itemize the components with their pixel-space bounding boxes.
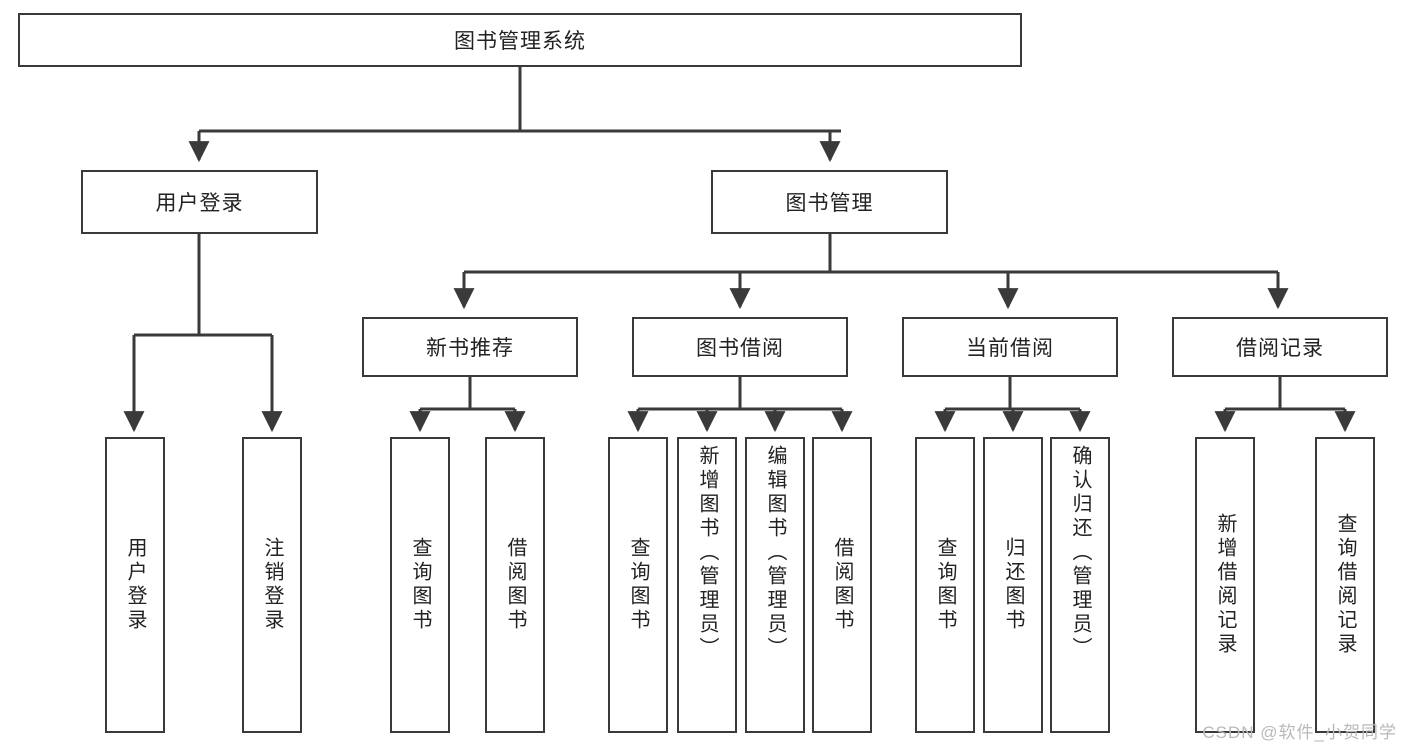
leaf-borrow-add-book-admin[interactable]: 新增图书（管理员） xyxy=(677,437,737,733)
node-label: 注销登录 xyxy=(261,537,283,633)
node-new-book-recommend[interactable]: 新书推荐 xyxy=(362,317,578,377)
leaf-borrow-edit-book-admin[interactable]: 编辑图书（管理员） xyxy=(745,437,805,733)
watermark-text: CSDN @软件_小贺同学 xyxy=(1202,723,1397,742)
node-book-borrow[interactable]: 图书借阅 xyxy=(632,317,848,377)
leaf-record-add-record[interactable]: 新增借阅记录 xyxy=(1195,437,1255,733)
node-label: 新书推荐 xyxy=(426,337,514,360)
node-label: 查询图书 xyxy=(934,537,956,633)
node-label: 图书管理系统 xyxy=(454,30,586,53)
leaf-current-return-book[interactable]: 归还图书 xyxy=(983,437,1043,733)
leaf-user-logout[interactable]: 注销登录 xyxy=(242,437,302,733)
node-label: 查询图书 xyxy=(409,537,431,633)
leaf-user-login[interactable]: 用户登录 xyxy=(105,437,165,733)
node-label: 图书管理 xyxy=(785,192,874,215)
node-label: 归还图书 xyxy=(1002,537,1024,633)
leaf-current-query-book[interactable]: 查询图书 xyxy=(915,437,975,733)
node-label: 用户登录 xyxy=(124,537,146,633)
node-label: 确认归还（管理员） xyxy=(1069,445,1091,661)
node-current-borrow[interactable]: 当前借阅 xyxy=(902,317,1118,377)
node-user-login[interactable]: 用户登录 xyxy=(81,170,318,234)
leaf-record-query-record[interactable]: 查询借阅记录 xyxy=(1315,437,1375,733)
node-label: 查询图书 xyxy=(627,537,649,633)
node-root-system[interactable]: 图书管理系统 xyxy=(18,13,1022,67)
node-book-management[interactable]: 图书管理 xyxy=(711,170,948,234)
node-label: 当前借阅 xyxy=(966,337,1054,360)
node-label: 图书借阅 xyxy=(696,337,784,360)
node-label: 编辑图书（管理员） xyxy=(764,445,786,661)
leaf-borrow-borrow-book[interactable]: 借阅图书 xyxy=(812,437,872,733)
leaf-recommend-query-book[interactable]: 查询图书 xyxy=(390,437,450,733)
leaf-borrow-query-book[interactable]: 查询图书 xyxy=(608,437,668,733)
leaf-current-confirm-return-admin[interactable]: 确认归还（管理员） xyxy=(1050,437,1110,733)
node-label: 借阅图书 xyxy=(504,537,526,633)
node-label: 借阅记录 xyxy=(1236,337,1324,360)
node-label: 新增借阅记录 xyxy=(1214,513,1236,657)
leaf-recommend-borrow-book[interactable]: 借阅图书 xyxy=(485,437,545,733)
node-label: 借阅图书 xyxy=(831,537,853,633)
node-label: 新增图书（管理员） xyxy=(696,445,718,661)
node-label: 用户登录 xyxy=(155,192,244,215)
node-label: 查询借阅记录 xyxy=(1334,513,1356,657)
node-borrow-record[interactable]: 借阅记录 xyxy=(1172,317,1388,377)
